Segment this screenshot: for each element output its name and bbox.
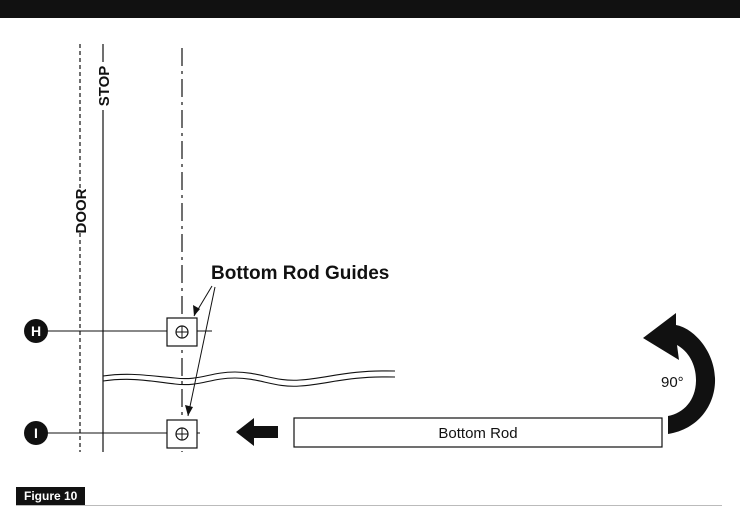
rotate-arrow-icon xyxy=(643,313,716,434)
stop-label: STOP xyxy=(96,66,113,107)
figure-rule xyxy=(16,505,722,506)
top-banner xyxy=(0,0,740,18)
break-line-bottom xyxy=(102,376,396,387)
rod-guide-lower xyxy=(166,419,198,449)
svg-text:I: I xyxy=(34,425,38,441)
rod-guide-upper xyxy=(166,317,198,347)
break-line-top xyxy=(102,370,396,381)
guides-label: Bottom Rod Guides xyxy=(211,263,389,284)
arrow-left-icon xyxy=(236,418,278,446)
bottom-rod xyxy=(293,417,663,448)
callout-arrow-lower xyxy=(185,286,216,417)
bottom-rod-label: Bottom Rod xyxy=(438,425,517,442)
marker-h: H xyxy=(24,319,48,343)
rotation-label: 90° xyxy=(661,374,684,391)
svg-text:H: H xyxy=(31,323,41,339)
door-label: DOOR xyxy=(73,188,90,233)
callout-arrow-upper xyxy=(193,285,213,317)
figure-label: Figure 10 xyxy=(16,487,86,505)
marker-i: I xyxy=(24,421,48,445)
